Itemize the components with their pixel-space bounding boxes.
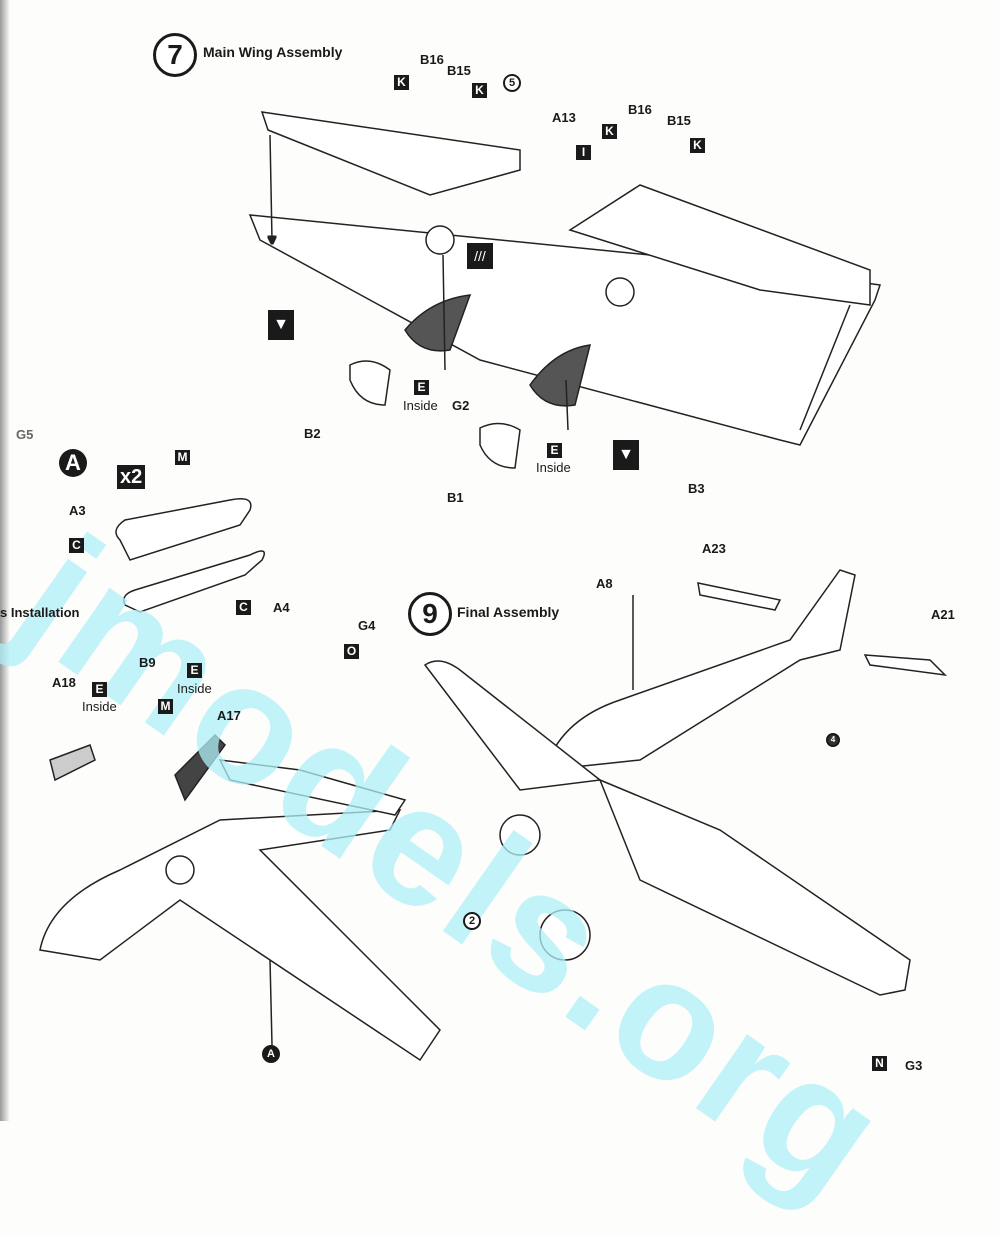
decal-number: 2 [463,912,481,930]
step-9-badge: 9 [408,592,452,636]
assembly-diagram-art [39,111,948,1062]
step-7-badge: 7 [153,33,197,77]
part-label: A18 [52,675,76,690]
aircraft-lower-left [39,809,441,1062]
inside-note: Inside [177,681,212,696]
part-label: A8 [596,576,613,591]
inside-note: Inside [403,398,438,413]
paint-code-box: K [394,75,409,90]
tailplane-a21 [863,654,948,677]
step-a-reference: A [262,1045,280,1063]
decal-number: 4 [826,733,840,747]
paint-code-box: K [690,138,705,153]
part-label: G3 [905,1058,923,1073]
part-label: A13 [552,110,576,125]
step-a-badge: A [59,449,87,477]
wheel-left [425,225,455,255]
paint-code-box: C [236,600,251,615]
paint-code-box: M [158,699,173,714]
engine-right [539,909,591,961]
right-wing-upper [568,184,871,306]
step-9-title: Final Assembly [457,604,560,620]
part-label: A3 [69,503,86,518]
paint-code-box: N [872,1056,887,1071]
part-label: G4 [358,618,376,633]
paint-code-box: E [92,682,107,697]
paint-code-box: E [187,663,202,678]
wheel-right [605,277,635,307]
part-label: B9 [139,655,156,670]
part-label: B1 [447,490,464,505]
drop-tank-a4 [123,550,265,613]
part-label: A4 [273,600,290,615]
drop-tank-a3 [115,498,252,561]
fuselage [543,569,856,771]
page-gutter-shadow [0,0,10,1121]
tailplane-a23 [697,582,782,611]
engine-left [499,814,541,856]
part-label: B16 [420,52,444,67]
decal-number: 5 [503,74,521,92]
right-wing [598,778,911,996]
bay-door-b2 [349,360,391,406]
part-label: A17 [217,708,241,723]
quantity-badge: x2 [117,465,146,489]
paint-code-box: I [576,145,591,160]
paint-code-box: O [344,644,359,659]
left-wing-upper [260,111,521,196]
paint-code-box: K [602,124,617,139]
left-wing [423,660,602,791]
part-label: B16 [628,102,652,117]
part-label: B15 [447,63,471,78]
bay-door-b1 [479,422,521,469]
paint-code-box: E [414,380,429,395]
part-a18 [49,744,96,782]
drill-hole-icon: ▼ [613,440,639,470]
step-7-title: Main Wing Assembly [203,44,343,60]
inside-note: Inside [536,460,571,475]
nacelle-right [529,344,591,407]
drill-hole-icon: ▼ [268,310,294,340]
part-a17 [174,733,226,802]
partial-step-title: s Installation [0,605,80,620]
part-label: G5 [16,427,34,442]
glue-icon: /// [467,243,493,269]
inside-note: Inside [82,699,117,714]
paint-code-box: M [175,450,190,465]
part-label: G2 [452,398,470,413]
part-label: A21 [931,607,955,622]
nacelle-left [404,294,472,352]
part-label: A23 [702,541,726,556]
part-label: B2 [304,426,321,441]
paint-code-box: C [69,538,84,553]
part-label: B3 [688,481,705,496]
part-label: B15 [667,113,691,128]
tail-lower-left [218,759,407,816]
paint-code-box: E [547,443,562,458]
paint-code-box: K [472,83,487,98]
wheel-lower-left [165,855,195,885]
